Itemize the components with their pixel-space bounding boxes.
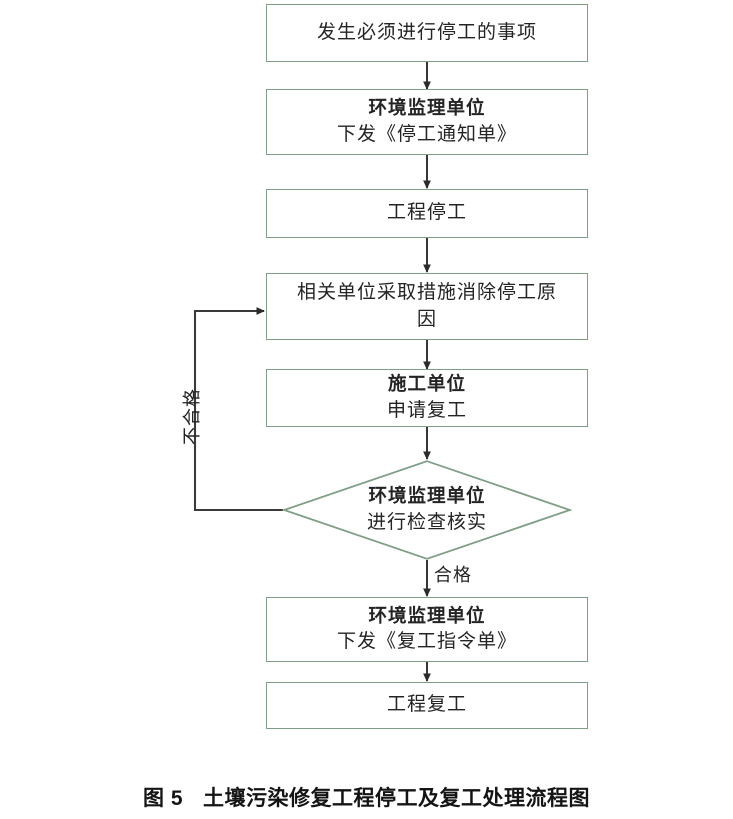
node-inspection-check: 环境监理单位 进行检查核实: [281, 460, 573, 560]
node-text-line1: 工程复工: [386, 694, 467, 716]
node-issue-stop-notice: 环境监理单位 下发《停工通知单》: [266, 89, 588, 155]
node-project-resumed: 工程复工: [266, 682, 588, 729]
node-text-line2: 申请复工: [386, 399, 467, 421]
node-trigger-event: 发生必须进行停工的事项: [266, 4, 588, 62]
edge-label-fail: 不合格: [182, 388, 202, 445]
node-text-line1: 环境监理单位: [368, 604, 486, 626]
node-text-line1: 发生必须进行停工的事项: [316, 21, 537, 43]
figure-caption-text: 土壤污染修复工程停工及复工处理流程图: [203, 787, 590, 810]
figure-caption: 图 5 土壤污染修复工程停工及复工处理流程图: [0, 782, 733, 812]
node-text-line1: 环境监理单位: [368, 97, 486, 119]
node-text-line2: 下发《停工通知单》: [336, 123, 517, 145]
edge-label-pass: 合格: [434, 565, 472, 585]
node-project-stopped: 工程停工: [266, 189, 588, 238]
node-text-line1: 施工单位: [387, 373, 466, 395]
diamond-shape: [281, 460, 573, 560]
node-remove-stop-cause: 相关单位采取措施消除停工原 因: [266, 273, 588, 340]
node-text-line2: 下发《复工指令单》: [336, 631, 517, 653]
node-text-line2: 因: [416, 308, 437, 330]
node-text-line1: 工程停工: [386, 202, 467, 224]
node-apply-resume: 施工单位 申请复工: [266, 369, 588, 427]
node-text-line1: 相关单位采取措施消除停工原: [296, 281, 557, 303]
figure-caption-number: 图 5: [142, 787, 183, 810]
node-issue-resume-order: 环境监理单位 下发《复工指令单》: [266, 597, 588, 662]
